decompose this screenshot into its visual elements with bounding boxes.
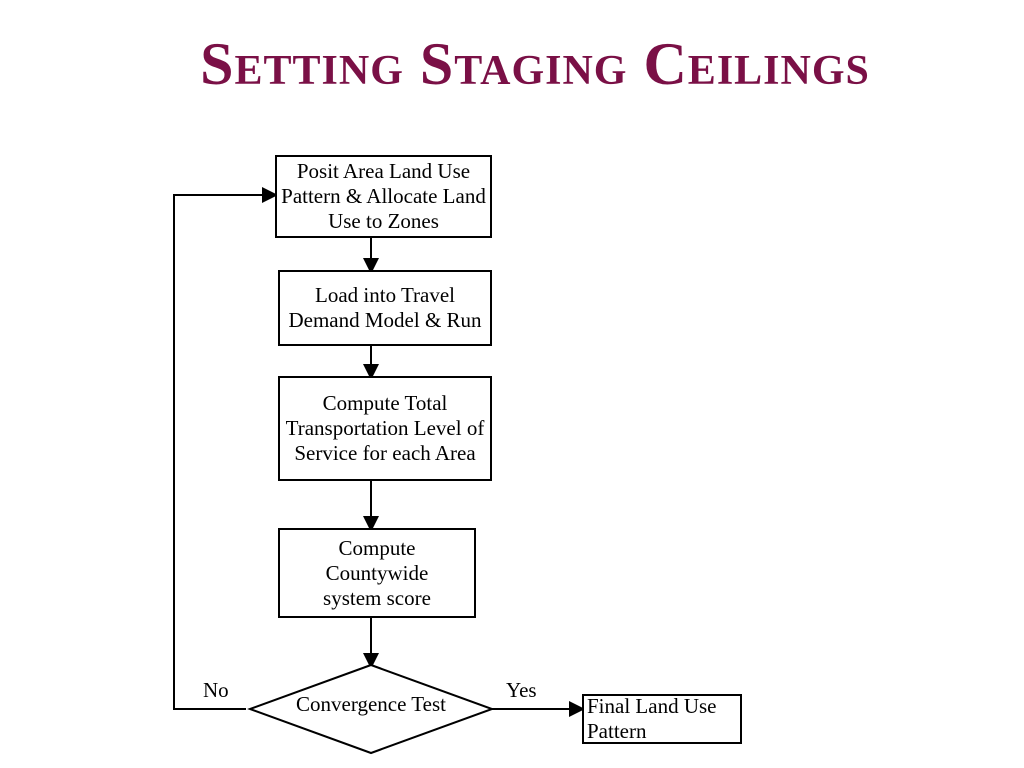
step-compute-score-text: Compute Countywide system score — [323, 535, 431, 610]
final-land-use-text: Final Land Use Pattern — [587, 694, 717, 743]
yes-label: Yes — [506, 678, 537, 702]
convergence-test-label: Convergence Test — [296, 692, 446, 716]
step-compute-los: Compute Total Transportation Level of Se… — [278, 376, 492, 481]
connector-no-loop — [173, 187, 278, 710]
no-label: No — [203, 678, 229, 702]
step-compute-los-text: Compute Total Transportation Level of Se… — [285, 391, 485, 465]
step-compute-score: Compute Countywide system score — [278, 528, 476, 618]
final-land-use-box: Final Land Use Pattern — [582, 694, 742, 744]
step-posit-land-use: Posit Area Land Use Pattern & Allocate L… — [275, 155, 492, 238]
step-load-travel-model: Load into Travel Demand Model & Run — [278, 270, 492, 346]
page-title: Setting Staging Ceilings — [200, 31, 870, 97]
step-load-travel-model-text: Load into Travel Demand Model & Run — [288, 283, 482, 332]
convergence-test-diamond — [247, 663, 495, 755]
step-posit-land-use-text: Posit Area Land Use Pattern & Allocate L… — [281, 159, 486, 233]
